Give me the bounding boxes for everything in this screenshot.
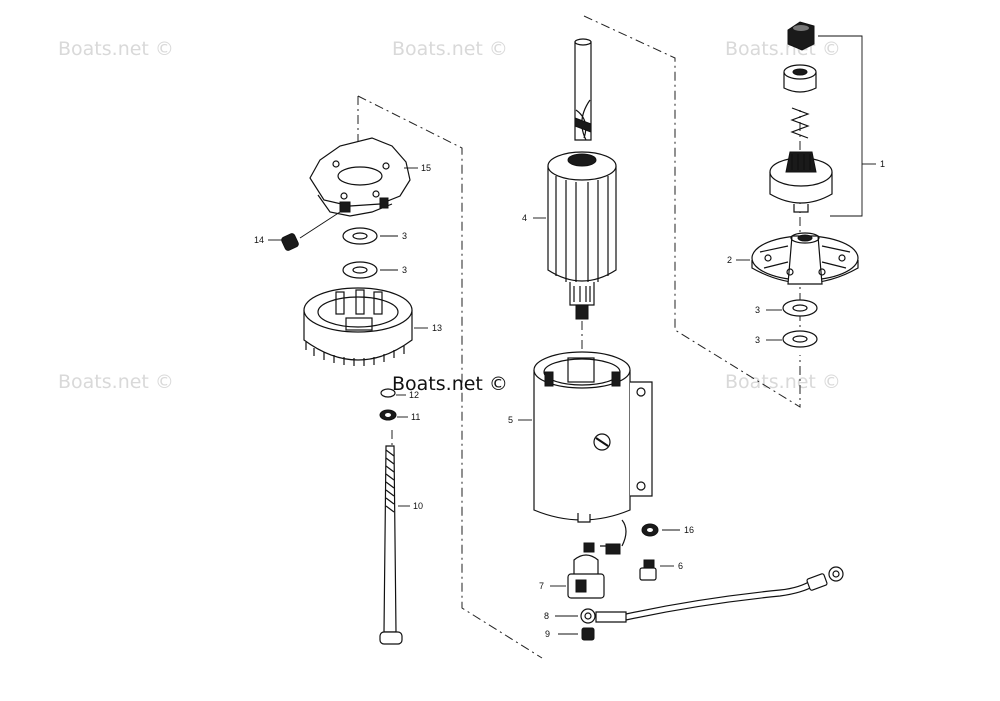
bracket-line (818, 35, 863, 217)
callout-label: 2 (727, 255, 732, 265)
watermark: Boats.net © (392, 38, 508, 60)
callout-label: 9 (545, 629, 550, 639)
callout-label: 7 (539, 581, 544, 591)
watermark: Boats.net © (58, 38, 174, 60)
callout-label: 3 (755, 305, 760, 315)
callout-label: 3 (402, 231, 407, 241)
through-bolt-part (379, 445, 403, 645)
field-frame-part (533, 351, 653, 555)
brush-plate-part (309, 137, 411, 217)
washer-part (782, 299, 818, 317)
insulator-washer-part (641, 523, 659, 537)
lock-washer-part (380, 388, 396, 398)
callout-label: 3 (755, 335, 760, 345)
watermark: Boats.net © (58, 371, 174, 393)
terminal-screw-part (639, 559, 657, 581)
watermark-dark: Boats.net © (392, 373, 508, 395)
cable-lead-part (580, 566, 844, 624)
callout-label: 16 (684, 525, 694, 535)
drive-assembly-part (769, 21, 833, 213)
washer-part (342, 261, 378, 279)
watermark: Boats.net © (725, 38, 841, 60)
nut-part (379, 409, 397, 421)
callout-label: 3 (402, 265, 407, 275)
callout-label: 10 (413, 501, 423, 511)
callout-label: 8 (544, 611, 549, 621)
spring-part (281, 211, 341, 251)
callout-label: 12 (409, 390, 419, 400)
watermark: Boats.net © (725, 371, 841, 393)
washer-part (342, 227, 378, 245)
callout-label: 4 (522, 213, 527, 223)
callout-label: 13 (432, 323, 442, 333)
callout-label: 6 (678, 561, 683, 571)
callout-label: 11 (411, 412, 420, 422)
terminal-block-part (567, 554, 605, 599)
washer-part (782, 330, 818, 348)
drive-end-head-part (751, 232, 859, 285)
armature-part (547, 38, 617, 320)
callout-label: 5 (508, 415, 513, 425)
end-head-part (303, 287, 413, 366)
callout-label: 15 (421, 163, 431, 173)
nut-part (581, 627, 595, 641)
callout-label: 1 (880, 159, 885, 169)
callout-label: 14 (254, 235, 264, 245)
